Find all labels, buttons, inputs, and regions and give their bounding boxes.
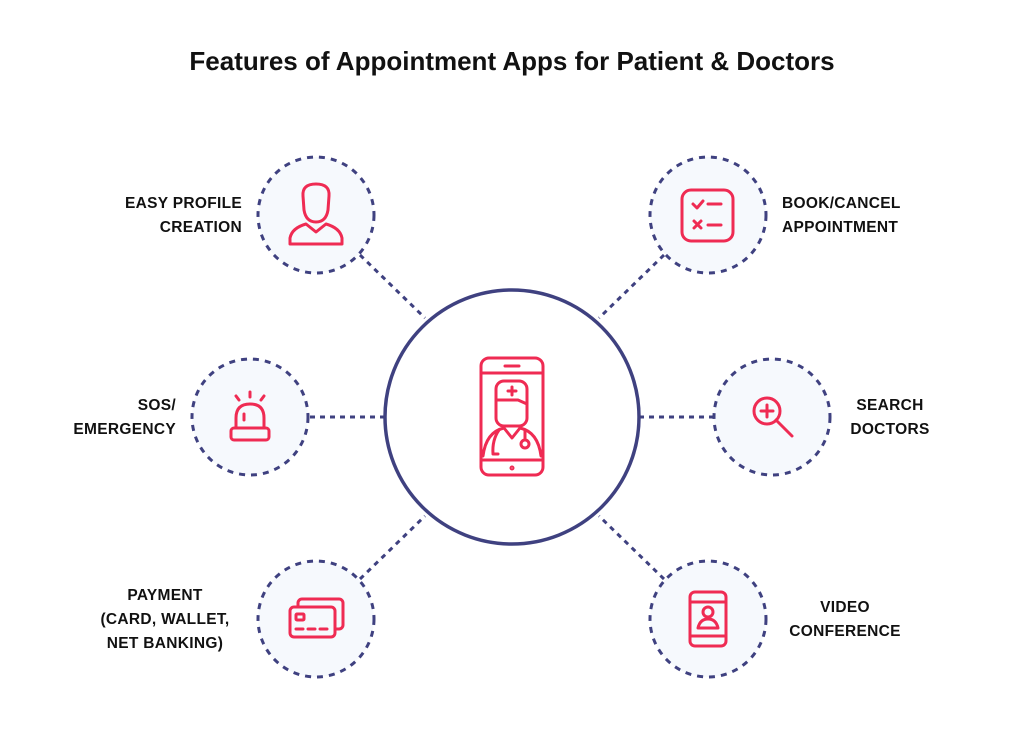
label-line: APPOINTMENT <box>782 219 899 236</box>
label-profile: EASY PROFILE CREATION <box>80 192 242 240</box>
label-sos: SOS/EMERGENCY <box>20 394 176 442</box>
label-line: EMERGENCY <box>73 421 176 438</box>
connectors <box>310 253 714 581</box>
node-sos <box>190 357 310 477</box>
label-line: PAYMENT <box>127 587 203 604</box>
diagram-title: Features of Appointment Apps for Patient… <box>189 46 835 76</box>
center-node <box>383 288 641 546</box>
connector-video <box>597 514 666 581</box>
label-line: VIDEO <box>820 599 870 616</box>
label-payment: PAYMENT (CARD, WALLET, NET BANKING) <box>80 584 250 656</box>
label-book: BOOK/CANCEL APPOINTMENT <box>782 192 982 240</box>
connector-profile <box>358 253 427 320</box>
label-line: DOCTORS <box>850 421 930 438</box>
node-profile <box>256 155 376 275</box>
label-video: VIDEO CONFERENCE <box>775 596 915 644</box>
label-line: NET BANKING) <box>106 635 224 652</box>
siren-icon <box>229 390 271 442</box>
user-icon <box>288 182 344 246</box>
label-line: (CARD, WALLET, <box>100 611 230 628</box>
label-line: SOS/ <box>137 397 176 414</box>
search-plus-icon <box>752 396 794 438</box>
video-call-icon <box>688 590 728 648</box>
credit-card-icon <box>288 597 345 639</box>
node-book <box>648 155 768 275</box>
connector-book <box>597 253 666 320</box>
checklist-icon <box>680 188 735 243</box>
label-line: SEARCH <box>856 397 924 414</box>
label-search: SEARCH DOCTORS <box>835 394 945 442</box>
label-line: EASY PROFILE <box>124 195 242 212</box>
connector-payment <box>358 514 427 581</box>
label-line: BOOK/CANCEL <box>782 195 901 212</box>
node-search <box>712 357 832 477</box>
doctor-phone-icon <box>479 356 545 477</box>
label-line: CONFERENCE <box>789 623 901 640</box>
label-line: CREATION <box>159 219 242 236</box>
